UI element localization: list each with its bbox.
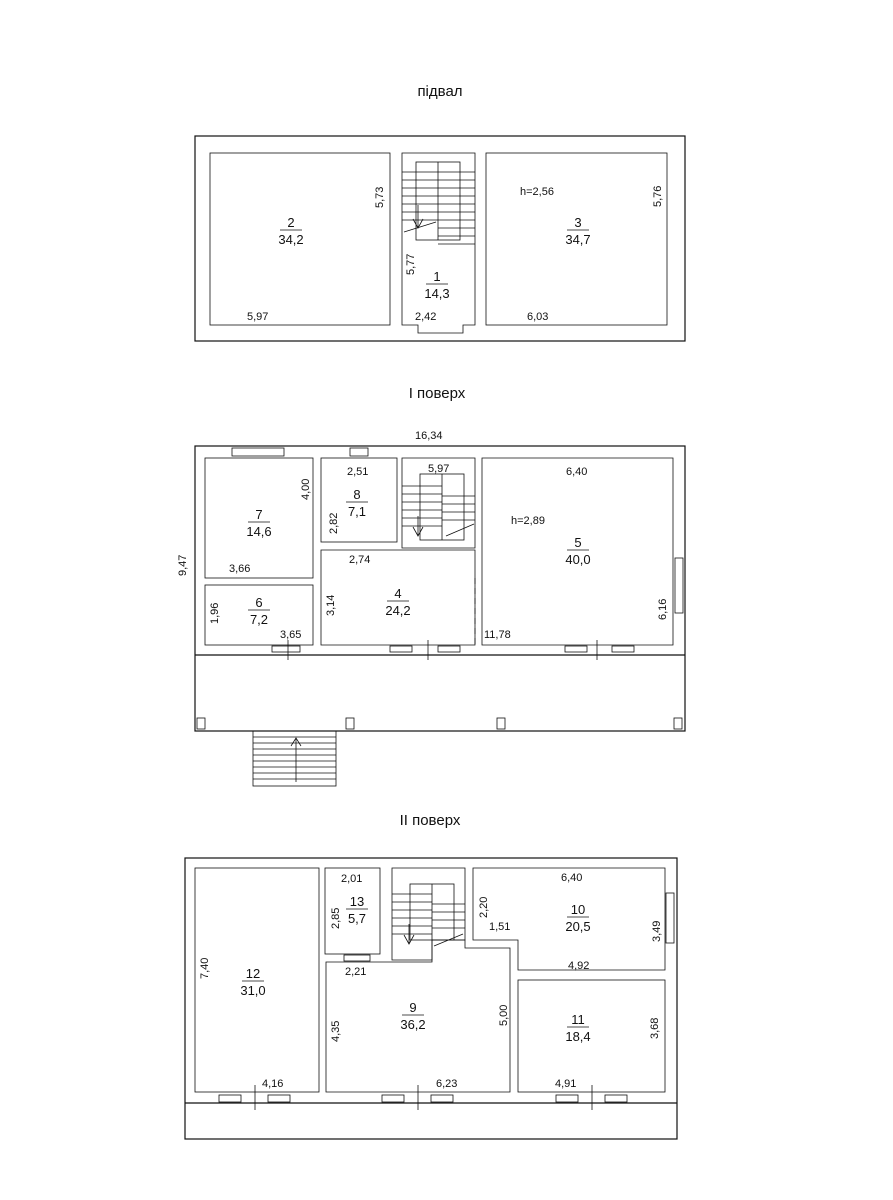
dim-label: 5,76	[652, 186, 664, 207]
dim-label: 5,97	[247, 311, 268, 323]
floor-2-windows	[218, 892, 675, 1110]
dim-label: 4,35	[330, 1021, 342, 1042]
dim-label: 6,03	[527, 311, 548, 323]
dim-label: 3,49	[651, 921, 663, 942]
floor-1-room-5	[481, 457, 674, 646]
room-8-number: 8	[353, 487, 360, 502]
basement-title: підвал	[417, 83, 462, 100]
room-6-number: 6	[255, 595, 262, 610]
floor-1-plan: I поверх	[177, 385, 686, 787]
basement-stair-hall	[401, 152, 476, 334]
room-9-number: 9	[409, 1000, 416, 1015]
floor-2-room-10	[472, 867, 666, 971]
dim-label: 2,20	[478, 897, 490, 918]
room-13-number: 13	[350, 894, 364, 909]
floor-2-room-13	[324, 867, 381, 955]
floor-2-room-9	[325, 939, 511, 1093]
floor-1-room-6	[204, 584, 314, 646]
dim-label: 2,74	[349, 554, 370, 566]
floor-1-room-7	[204, 457, 314, 579]
floor-1-columns	[196, 717, 683, 730]
dim-label: 2,51	[347, 466, 368, 478]
dim-label: 16,34	[415, 430, 443, 442]
room-12-area: 31,0	[240, 983, 265, 998]
dim-label: 5,97	[428, 463, 449, 475]
room-3-number: 3	[574, 215, 581, 230]
dim-label: 3,68	[649, 1018, 661, 1039]
room-1-area: 14,3	[424, 286, 449, 301]
dim-label: 5,73	[374, 187, 386, 208]
dim-label: 7,40	[199, 958, 211, 979]
dim-label: 2,42	[415, 311, 436, 323]
floor-2-room-12	[194, 867, 320, 1093]
room-7-number: 7	[255, 507, 262, 522]
room-9-area: 36,2	[400, 1017, 425, 1032]
dim-label: 4,16	[262, 1078, 283, 1090]
floor-1-title: I поверх	[409, 385, 466, 402]
floor-2-plan: II поверх	[184, 812, 678, 1140]
floor-2-outer-wall	[184, 857, 678, 1140]
dim-label: 5,77	[405, 254, 417, 275]
dim-label: 5,00	[498, 1005, 510, 1026]
dim-label: 4,00	[300, 479, 312, 500]
dim-label: 6,40	[566, 466, 587, 478]
basement-outer-wall	[194, 135, 686, 342]
room-10-area: 20,5	[565, 919, 590, 934]
room-5-area: 40,0	[565, 552, 590, 567]
dim-label: 4,92	[568, 960, 589, 972]
room-11-area: 18,4	[565, 1029, 590, 1044]
room-4-area: 24,2	[385, 603, 410, 618]
dim-label: 6,40	[561, 872, 582, 884]
dim-label: 6,23	[436, 1078, 457, 1090]
floor-1-room-8	[320, 457, 398, 543]
dim-label: 3,14	[325, 595, 337, 616]
room-3-area: 34,7	[565, 232, 590, 247]
room-11-number: 11	[571, 1012, 585, 1027]
room-7-area: 14,6	[246, 524, 271, 539]
room-12-number: 12	[246, 966, 260, 981]
basement-plan: підвал 2 34,2 3 34,7 1	[194, 83, 686, 342]
dim-label: 1,51	[489, 921, 510, 933]
dim-label: h=2,56	[520, 186, 554, 198]
basement-room-2	[209, 152, 391, 326]
basement-staircase	[402, 161, 475, 245]
room-5-number: 5	[574, 535, 581, 550]
dim-label: 2,21	[345, 966, 366, 978]
dim-label: 3,65	[280, 629, 301, 641]
floor-1-windows	[231, 447, 684, 660]
basement-room-3	[485, 152, 668, 326]
room-13-area: 5,7	[348, 911, 366, 926]
dim-label: 2,85	[330, 908, 342, 929]
floor-1-entrance-stairs	[252, 730, 337, 787]
dim-label: 2,01	[341, 873, 362, 885]
floor-1-outer-wall	[194, 445, 686, 732]
dim-label: h=2,89	[511, 515, 545, 527]
floor-2-room-11	[517, 979, 666, 1093]
room-4-number: 4	[394, 586, 401, 601]
room-2-area: 34,2	[278, 232, 303, 247]
room-10-number: 10	[571, 902, 585, 917]
room-8-area: 7,1	[348, 504, 366, 519]
dim-label: 3,66	[229, 563, 250, 575]
dim-label: 4,91	[555, 1078, 576, 1090]
dim-label: 11,78	[484, 629, 511, 641]
floor-1-staircase	[402, 473, 475, 541]
room-6-area: 7,2	[250, 612, 268, 627]
room-1-number: 1	[433, 269, 440, 284]
dim-label: 6,16	[657, 599, 669, 620]
dim-label: 2,82	[328, 513, 340, 534]
room-2-number: 2	[287, 215, 294, 230]
dim-label: 1,96	[209, 603, 221, 624]
dim-label: 9,47	[177, 555, 189, 576]
floor-2-title: II поверх	[400, 812, 461, 829]
floor-1-room-4	[320, 549, 476, 646]
floor-2-staircase	[392, 883, 465, 947]
